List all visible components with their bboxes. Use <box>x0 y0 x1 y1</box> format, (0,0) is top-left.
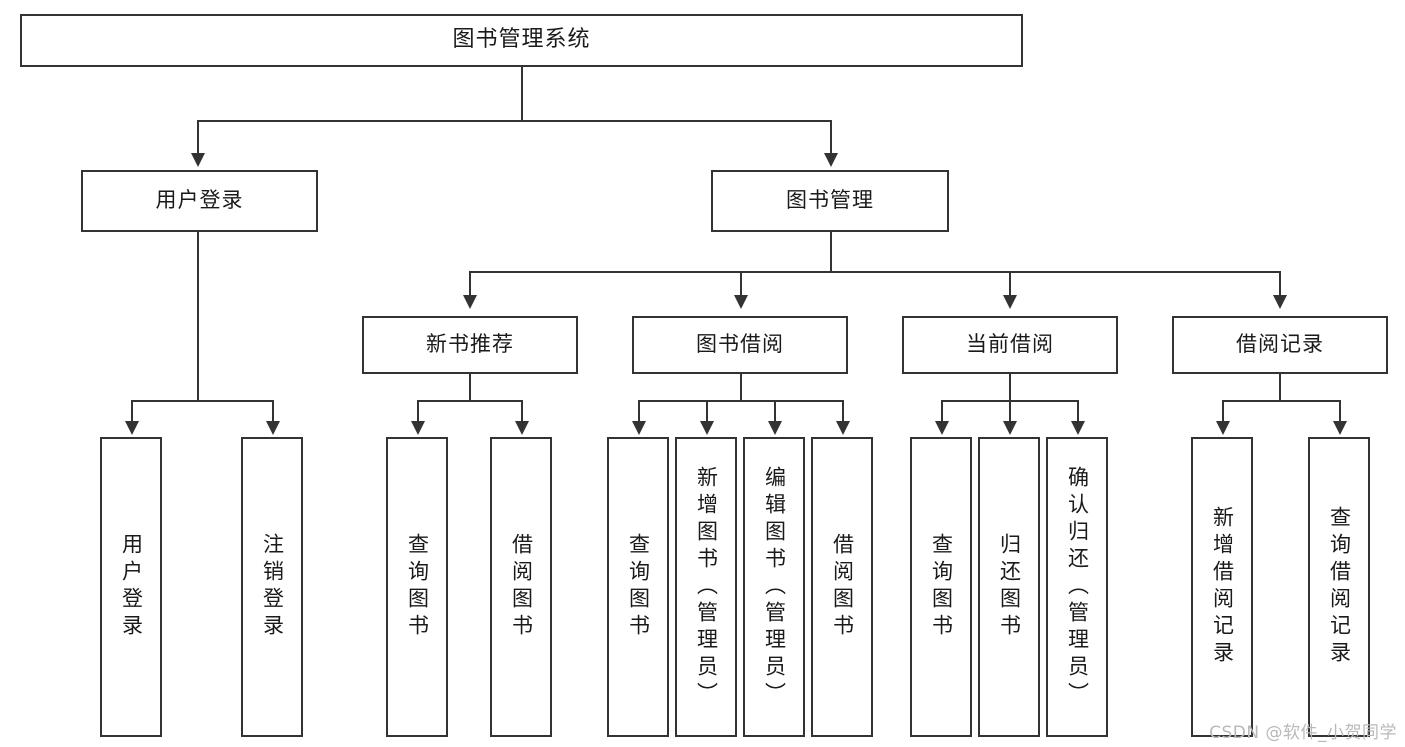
arrow-bm-to-book-borrow <box>734 295 748 309</box>
connector-new-book-bus <box>417 400 522 402</box>
node-label: 借阅记录 <box>1236 332 1324 357</box>
connector-cb-drop-1 <box>941 400 943 424</box>
node-label: 新增借阅记录 <box>1210 506 1235 668</box>
leaf-logout-login[interactable]: 注销登录 <box>241 437 303 737</box>
connector-bb-drop-3 <box>774 400 776 424</box>
connector-book-borrow-bus <box>638 400 843 402</box>
node-label: 查询图书 <box>929 533 954 641</box>
arrow-bb-leaf-2 <box>700 421 714 435</box>
connector-bb-drop-2 <box>706 400 708 424</box>
node-label: 新增图书（管理员） <box>694 465 719 709</box>
connector-root-bus <box>197 120 831 122</box>
connector-cb-drop-2 <box>1009 400 1011 424</box>
arrow-root-to-user-login <box>191 153 205 167</box>
connector-root-to-book-manage <box>830 120 832 156</box>
connector-root-to-user-login <box>197 120 199 156</box>
arrow-bb-leaf-3 <box>768 421 782 435</box>
csdn-watermark: CSDN @软件_小贺同学 <box>1209 723 1397 743</box>
leaf-query-record[interactable]: 查询借阅记录 <box>1308 437 1370 737</box>
connector-current-borrow-stem <box>1009 374 1011 400</box>
node-label: 用户登录 <box>119 533 144 641</box>
arrow-new-book-leaf-1 <box>411 421 425 435</box>
node-book-manage[interactable]: 图书管理 <box>711 170 949 232</box>
arrow-bm-to-new-book <box>463 295 477 309</box>
connector-user-login-drop-1 <box>131 400 133 424</box>
arrow-root-to-book-manage <box>824 153 838 167</box>
node-label: 借阅图书 <box>509 533 534 641</box>
connector-book-manage-stem <box>830 232 832 271</box>
node-root-system[interactable]: 图书管理系统 <box>20 14 1023 67</box>
arrow-cb-leaf-3 <box>1071 421 1085 435</box>
connector-bb-drop-4 <box>842 400 844 424</box>
connector-borrow-record-stem <box>1279 374 1281 400</box>
leaf-add-book[interactable]: 新增图书（管理员） <box>675 437 737 737</box>
leaf-borrow-book-2[interactable]: 借阅图书 <box>811 437 873 737</box>
arrow-bb-leaf-1 <box>632 421 646 435</box>
node-label: 编辑图书（管理员） <box>762 465 787 709</box>
node-label: 查询借阅记录 <box>1327 506 1352 668</box>
connector-user-login-stem <box>197 232 199 400</box>
connector-new-book-drop-2 <box>521 400 523 424</box>
leaf-borrow-book-1[interactable]: 借阅图书 <box>490 437 552 737</box>
connector-book-borrow-stem <box>740 374 742 400</box>
arrow-cb-leaf-2 <box>1003 421 1017 435</box>
connector-user-login-drop-2 <box>272 400 274 424</box>
node-label: 查询图书 <box>405 533 430 641</box>
node-label: 注销登录 <box>260 533 285 641</box>
arrow-user-login-leaf-1 <box>125 421 139 435</box>
node-label: 图书管理 <box>786 188 874 213</box>
arrow-br-leaf-2 <box>1333 421 1347 435</box>
connector-new-book-drop-1 <box>417 400 419 424</box>
leaf-add-record[interactable]: 新增借阅记录 <box>1191 437 1253 737</box>
node-label: 图书管理系统 <box>452 27 591 53</box>
node-label: 当前借阅 <box>966 332 1054 357</box>
node-label: 图书借阅 <box>696 332 784 357</box>
connector-bm-drop-book-borrow <box>740 271 742 298</box>
connector-user-login-bus <box>131 400 273 402</box>
connector-book-manage-bus <box>469 271 1280 273</box>
node-label: 确认归还（管理员） <box>1065 465 1090 709</box>
connector-bm-drop-current-borrow <box>1009 271 1011 298</box>
leaf-confirm-return[interactable]: 确认归还（管理员） <box>1046 437 1108 737</box>
connector-cb-drop-3 <box>1077 400 1079 424</box>
node-new-book-recommend[interactable]: 新书推荐 <box>362 316 578 374</box>
node-borrow-record[interactable]: 借阅记录 <box>1172 316 1388 374</box>
connector-br-drop-1 <box>1222 400 1224 424</box>
arrow-cb-leaf-1 <box>935 421 949 435</box>
arrow-bm-to-current-borrow <box>1003 295 1017 309</box>
node-user-login[interactable]: 用户登录 <box>81 170 318 232</box>
arrow-bb-leaf-4 <box>836 421 850 435</box>
node-book-borrow[interactable]: 图书借阅 <box>632 316 848 374</box>
arrow-new-book-leaf-2 <box>515 421 529 435</box>
connector-root-stem <box>521 67 523 120</box>
node-label: 用户登录 <box>155 188 244 213</box>
leaf-query-book-3[interactable]: 查询图书 <box>910 437 972 737</box>
connector-bm-drop-borrow-record <box>1279 271 1281 298</box>
leaf-query-book-1[interactable]: 查询图书 <box>386 437 448 737</box>
connector-br-drop-2 <box>1339 400 1341 424</box>
arrow-br-leaf-1 <box>1216 421 1230 435</box>
node-label: 归还图书 <box>997 533 1022 641</box>
arrow-user-login-leaf-2 <box>266 421 280 435</box>
leaf-edit-book[interactable]: 编辑图书（管理员） <box>743 437 805 737</box>
connector-new-book-stem <box>469 374 471 400</box>
node-label: 借阅图书 <box>830 533 855 641</box>
node-current-borrow[interactable]: 当前借阅 <box>902 316 1118 374</box>
arrow-bm-to-borrow-record <box>1273 295 1287 309</box>
leaf-return-book[interactable]: 归还图书 <box>978 437 1040 737</box>
node-label: 查询图书 <box>626 533 651 641</box>
connector-bb-drop-1 <box>638 400 640 424</box>
leaf-query-book-2[interactable]: 查询图书 <box>607 437 669 737</box>
leaf-user-login[interactable]: 用户登录 <box>100 437 162 737</box>
connector-bm-drop-new-book <box>469 271 471 298</box>
node-label: 新书推荐 <box>426 332 514 357</box>
connector-borrow-record-bus <box>1222 400 1339 402</box>
